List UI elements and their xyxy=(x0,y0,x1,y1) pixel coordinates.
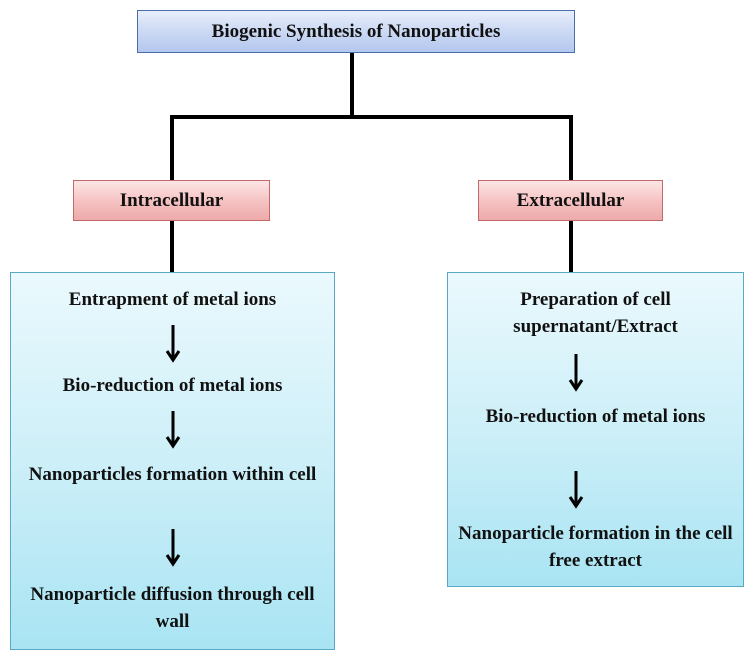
down-arrow-icon xyxy=(165,529,181,567)
intracellular-steps-panel: Entrapment of metal ions Bio-reduction o… xyxy=(10,272,335,650)
down-arrow-icon xyxy=(568,471,584,509)
down-arrow-icon xyxy=(568,354,584,392)
extracellular-steps-panel: Preparation of cell supernatant/Extract … xyxy=(447,272,744,587)
down-arrow-icon xyxy=(165,411,181,449)
extracellular-node-label: Extracellular xyxy=(516,190,625,211)
intracellular-step-1: Entrapment of metal ions xyxy=(68,289,277,310)
root-node: Biogenic Synthesis of Nanoparticles xyxy=(137,10,575,53)
root-node-label: Biogenic Synthesis of Nanoparticles xyxy=(211,21,501,42)
intracellular-node: Intracellular xyxy=(73,180,270,221)
intracellular-step-2: Bio-reduction of metal ions xyxy=(62,375,283,396)
extracellular-step-1: Preparation of cell supernatant/Extract xyxy=(513,289,678,337)
down-arrow-icon xyxy=(165,325,181,363)
intracellular-step-4: Nanoparticle diffusion through cell wall xyxy=(30,584,315,632)
extracellular-node: Extracellular xyxy=(478,180,663,221)
intracellular-node-label: Intracellular xyxy=(119,190,224,211)
intracellular-step-3: Nanoparticles formation within cell xyxy=(28,464,317,485)
extracellular-step-2: Bio-reduction of metal ions xyxy=(485,406,706,427)
extracellular-step-3: Nanoparticle formation in the cell free … xyxy=(458,523,733,571)
